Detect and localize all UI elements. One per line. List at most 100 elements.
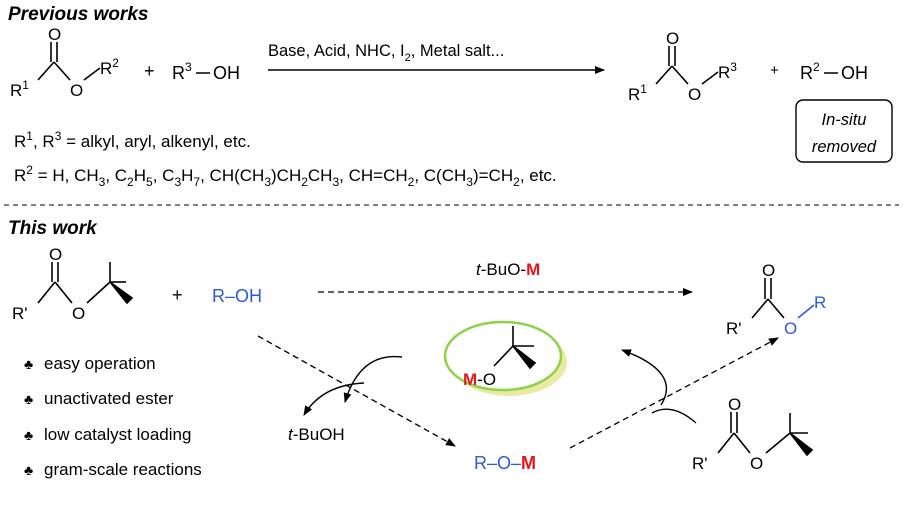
note2-part-24: , etc. [520,166,557,185]
note2-part-7: 5 [146,175,153,189]
cycle-ester-carbonyl-o: O [728,395,741,414]
note2-part-5: 2 [127,175,134,189]
note2-part-22: )=CH [473,166,513,185]
ester-right-r1-sup: 1 [640,82,647,96]
reactant-carbonyl-o: O [49,245,62,264]
note2-part-18: , CH=CH [339,166,407,185]
catalyst-metal: M [463,370,477,389]
feature-unactivated-ester: unactivated ester [44,389,174,408]
reactant-ether-o: O [72,304,85,323]
removed-label: removed [812,138,877,156]
ester-left-r1-label: R [10,81,22,100]
ester-left-r1-sup: 1 [22,78,29,92]
tbuoh-t: t [288,425,294,444]
curved-arrow-ester-in [651,408,697,424]
ester-right-r1-label: R [628,85,640,104]
note2-part-23: 2 [513,175,520,189]
feature-bullet-1: ♣ [24,356,33,372]
alkoxide-label: R–O–M [474,453,536,473]
feature-low-catalyst-loading: low catalyst loading [44,425,191,444]
byproduct-oh: OH [841,63,868,83]
alcohol-oh: OH [213,63,240,83]
this-work-plus: + [172,285,183,305]
reagent-label: t-BuO-M [476,260,540,279]
note1-r1-sup: 1 [26,129,33,143]
note2-part-4: , C [105,166,127,185]
previous-note-1: R1, R3 = alkyl, aryl, alkenyl, etc. [14,129,251,151]
reactant-r-prime: R' [12,304,28,323]
alcohol-r-sup: 3 [185,60,192,74]
reagent-bu: -BuO- [481,260,526,279]
curved-arrow-tbuoh [303,382,365,416]
note2-part-19: 2 [408,175,415,189]
cycle-ester-structure [717,412,814,457]
product-r: R [814,293,826,312]
note2-part-3: 3 [99,175,106,189]
note2-part-9: 3 [174,175,181,189]
note2-part-8: , C [153,166,175,185]
product-ester-structure [751,278,815,319]
product-carbonyl-o: O [762,261,775,280]
cycle-dashed-right [569,337,779,449]
tbuoh-rest: -BuOH [293,425,345,444]
cycle-dashed-left [257,335,456,447]
ester-right-carbonyl-o: O [666,29,679,48]
note1-rest: = alkyl, aryl, alkenyl, etc. [61,132,250,151]
note2-part-20: , C(CH [414,166,466,185]
feature-bullet-2: ♣ [24,391,33,407]
previous-plus-1: + [144,61,155,81]
product-ether-o: O [784,319,797,338]
ester-right-r3-label: R [718,63,730,82]
in-situ-label: In-situ [822,111,867,129]
product-r-prime: R' [726,319,742,338]
note2-part-14: )CH [271,166,301,185]
note2-part-0: R [14,166,26,185]
curved-arrow-catalyst-in [621,349,668,406]
ester-left-carbonyl-o: O [48,25,61,44]
conditions-sub: 2 [405,52,411,64]
note2-part-13: 3 [264,175,271,189]
note2-part-6: H [134,166,146,185]
feature-gram-scale: gram-scale reactions [44,460,202,479]
alkoxide-ro: R–O– [474,453,521,473]
note2-part-12: , CH(CH [200,166,264,185]
note2-part-10: H [181,166,193,185]
cycle-ester-ether-o: O [750,454,763,473]
tbuoh-label: t-BuOH [288,425,345,444]
ester-left-r2: R2 [100,56,119,78]
conditions-text-b: , Metal salt... [411,42,505,60]
byproduct-r-sup: 2 [813,60,820,74]
note1-r3: , R [33,132,55,151]
previous-works-heading: Previous works [8,4,148,25]
ester-left-structure [37,42,101,81]
this-work-alcohol: R–OH [212,286,262,306]
previous-plus-2: + [770,62,779,79]
note1-r1: R [14,132,26,151]
alcohol-r: R [172,63,185,83]
note2-part-15: 2 [301,175,308,189]
ester-left-ether-o: O [70,81,83,100]
catalyst-o: -O [477,370,496,389]
reagent-metal: M [526,260,540,279]
feature-easy-operation: easy operation [44,354,156,373]
byproduct-r: R [800,63,813,83]
curved-arrow-catalyst-out [343,355,403,403]
ester-left-r1: R1 [10,78,29,100]
note2-part-17: 3 [332,175,339,189]
previous-byproduct: R2 [800,60,820,83]
note2-part-21: 3 [466,175,473,189]
ester-left-r2-sup: 2 [112,56,119,70]
reactant-ester-structure [37,262,134,305]
previous-conditions: Base, Acid, NHC, I2, Metal salt... [268,42,504,64]
ester-right-structure [655,46,719,85]
note2-part-11: 7 [193,175,200,189]
catalyst-structure [493,326,537,370]
cycle-ester-r-prime: R' [692,454,708,473]
feature-bullet-4: ♣ [24,462,33,478]
ester-right-ether-o: O [688,85,701,104]
in-situ-box [795,99,893,163]
ester-left-r2-label: R [100,59,112,78]
feature-bullet-3: ♣ [24,427,33,443]
